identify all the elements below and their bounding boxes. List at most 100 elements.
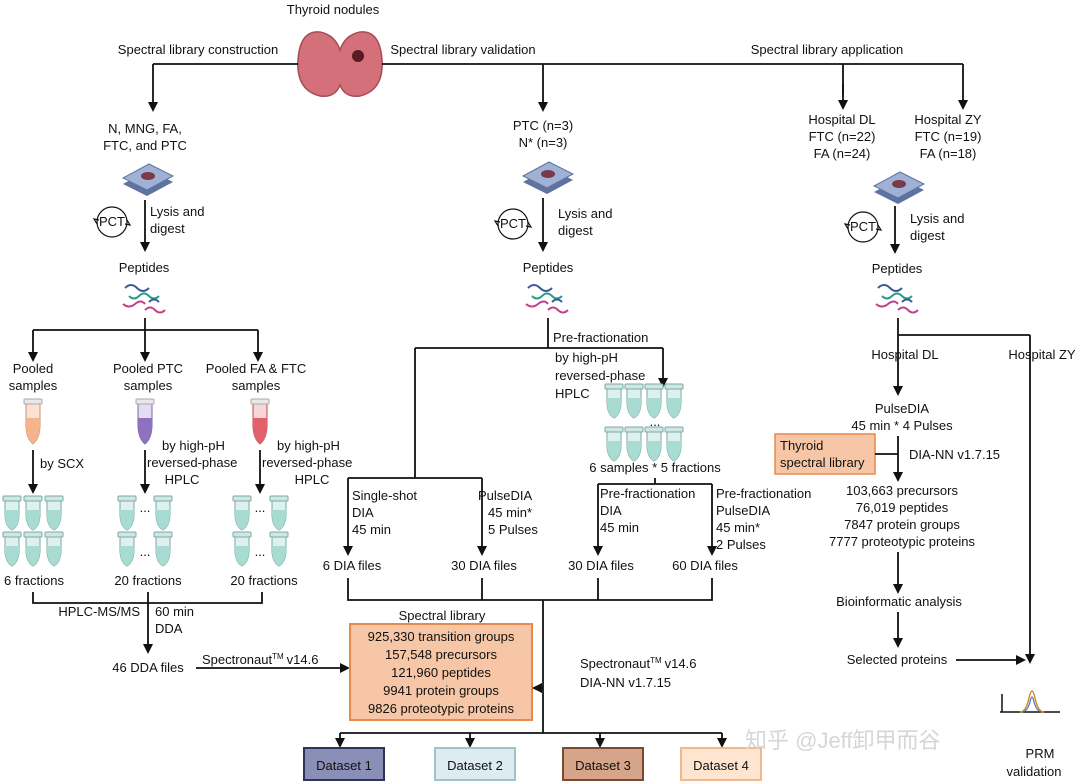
pooled-samples-2a: Pooled PTC <box>113 361 183 376</box>
selected-proteins: Selected proteins <box>847 652 948 667</box>
pooled-samples-1b: samples <box>9 378 58 393</box>
app-result-1: 103,663 precursors <box>846 483 959 498</box>
application-peptides: Peptides <box>872 261 923 276</box>
pct-label: PCT <box>500 216 526 231</box>
library-box <box>349 623 533 721</box>
thyroid-library-2: spectral library <box>780 455 865 470</box>
dots-20a-bottom: ... <box>140 544 151 559</box>
dataset-1-label: Dataset 1 <box>316 758 372 773</box>
software-dia-nn: DIA-NN v1.7.15 <box>580 675 671 690</box>
application-lysis-2: digest <box>910 228 945 243</box>
by-hph-2a: by high-pH <box>277 438 340 453</box>
pulse-dia-3: 5 Pulses <box>488 522 538 537</box>
thyroid-icon <box>297 31 383 98</box>
library-title: Spectral library <box>399 608 486 623</box>
validation-peptides: Peptides <box>523 260 574 275</box>
validation-lysis-2: digest <box>558 223 593 238</box>
branch-hospital-dl: Hospital DL <box>871 347 938 362</box>
samples-fractions-label: 6 samples * 5 fractions <box>589 460 721 475</box>
ptc-tube-icon <box>135 398 155 445</box>
app-result-4: 7777 proteotypic proteins <box>829 534 975 549</box>
hospital-zy-fa: FA (n=18) <box>920 146 977 161</box>
library-line-3: 121,960 peptides <box>391 665 491 680</box>
by-scx-label: by SCX <box>40 456 84 471</box>
prefrac-label-4: HPLC <box>555 386 590 401</box>
pooled-samples-2b: samples <box>124 378 173 393</box>
hospital-dl-title: Hospital DL <box>808 112 875 127</box>
watermark-text: 知乎 @Jeff卸甲而谷 <box>745 728 941 753</box>
dia-files-4: 60 DIA files <box>672 558 738 573</box>
prefrac-pulse-1: Pre-fractionation <box>716 486 811 501</box>
prefrac-label-3: reversed-phase <box>555 368 645 383</box>
top-connectors <box>148 63 968 112</box>
fraction-tubes-6 <box>2 495 64 567</box>
peptides-icon <box>122 284 166 314</box>
by-hph-1c: HPLC <box>165 472 200 487</box>
library-line-4: 9941 protein groups <box>383 683 499 698</box>
hospital-zy-title: Hospital ZY <box>914 112 982 127</box>
prm-label-2: validation <box>1007 764 1062 779</box>
by-hph-2c: HPLC <box>295 472 330 487</box>
single-shot-2: DIA <box>352 505 374 520</box>
dataset-2-box: Dataset 2 <box>434 747 516 781</box>
hplc-msms-label: HPLC-MS/MS <box>58 604 140 619</box>
slide-icon <box>122 163 174 197</box>
prefrac-pulse-2: PulseDIA <box>716 503 771 518</box>
thyroid-library-box <box>774 433 876 475</box>
fractions-20b: 20 fractions <box>230 573 298 588</box>
pulse-dia-2: 45 min* <box>488 505 532 520</box>
prefrac-dia-3: 45 min <box>600 520 639 535</box>
construction-groups-2: FTC, and PTC <box>103 138 187 153</box>
validation-group-ptc: PTC (n=3) <box>513 118 573 133</box>
dda-files-label: 46 DDA files <box>112 660 184 675</box>
pct-label: PCT <box>99 214 125 229</box>
fractions-6: 6 fractions <box>4 573 64 588</box>
dia-files-3: 30 DIA files <box>568 558 634 573</box>
branch-application-label: Spectral library application <box>751 42 903 57</box>
prm-peak-icon <box>1000 690 1060 713</box>
library-line-5: 9826 proteotypic proteins <box>368 701 514 716</box>
validation-tubes-dots: ... <box>650 414 661 429</box>
by-hph-1b: reversed-phase <box>147 455 237 470</box>
library-line-2: 157,548 precursors <box>385 647 498 662</box>
peptides-icon <box>525 284 569 314</box>
prm-label-1: PRM <box>1026 746 1055 761</box>
validation-group-n: N* (n=3) <box>519 135 568 150</box>
library-line-1: 925,330 transition groups <box>368 629 515 644</box>
by-hph-1a: by high-pH <box>162 438 225 453</box>
branch-hospital-zy: Hospital ZY <box>1008 347 1076 362</box>
hospital-dl-ftc: FTC (n=22) <box>809 129 876 144</box>
fa-ftc-tube-icon <box>250 398 270 445</box>
construction-peptides: Peptides <box>119 260 170 275</box>
app-dia-nn: DIA-NN v1.7.15 <box>909 447 1000 462</box>
thyroid-library-1: Thyroid <box>780 438 823 453</box>
peptides-icon <box>875 284 919 314</box>
dataset-1-box: Dataset 1 <box>303 747 385 781</box>
prefrac-dia-2: DIA <box>600 503 622 518</box>
hospital-zy-ftc: FTC (n=19) <box>915 129 982 144</box>
application-lysis-1: Lysis and <box>910 211 964 226</box>
dataset-3-box: Dataset 3 <box>562 747 644 781</box>
app-pulsedia-2: 45 min * 4 Pulses <box>851 418 953 433</box>
prefrac-label-2: by high-pH <box>555 350 618 365</box>
pulse-dia-1: PulseDIA <box>478 488 533 503</box>
dia-files-2: 30 DIA files <box>451 558 517 573</box>
pooled-samples-3a: Pooled FA & FTC <box>206 361 306 376</box>
prefrac-dia-1: Pre-fractionation <box>600 486 695 501</box>
app-pulsedia-1: PulseDIA <box>875 401 930 416</box>
dots-20a-top: ... <box>140 500 151 515</box>
app-result-3: 7847 protein groups <box>844 517 960 532</box>
scx-tube-icon <box>23 398 43 445</box>
single-shot-1: Single-shot <box>352 488 417 503</box>
dataset-2-label: Dataset 2 <box>447 758 503 773</box>
dots-20b-bottom: ... <box>255 544 266 559</box>
dataset-4-box: Dataset 4 <box>680 747 762 781</box>
dataset-4-label: Dataset 4 <box>693 758 749 773</box>
prefrac-pulse-3: 45 min* <box>716 520 760 535</box>
hospital-dl-fa: FA (n=24) <box>814 146 871 161</box>
branch-validation-label: Spectral library validation <box>390 42 535 57</box>
top-title: Thyroid nodules <box>287 2 380 17</box>
